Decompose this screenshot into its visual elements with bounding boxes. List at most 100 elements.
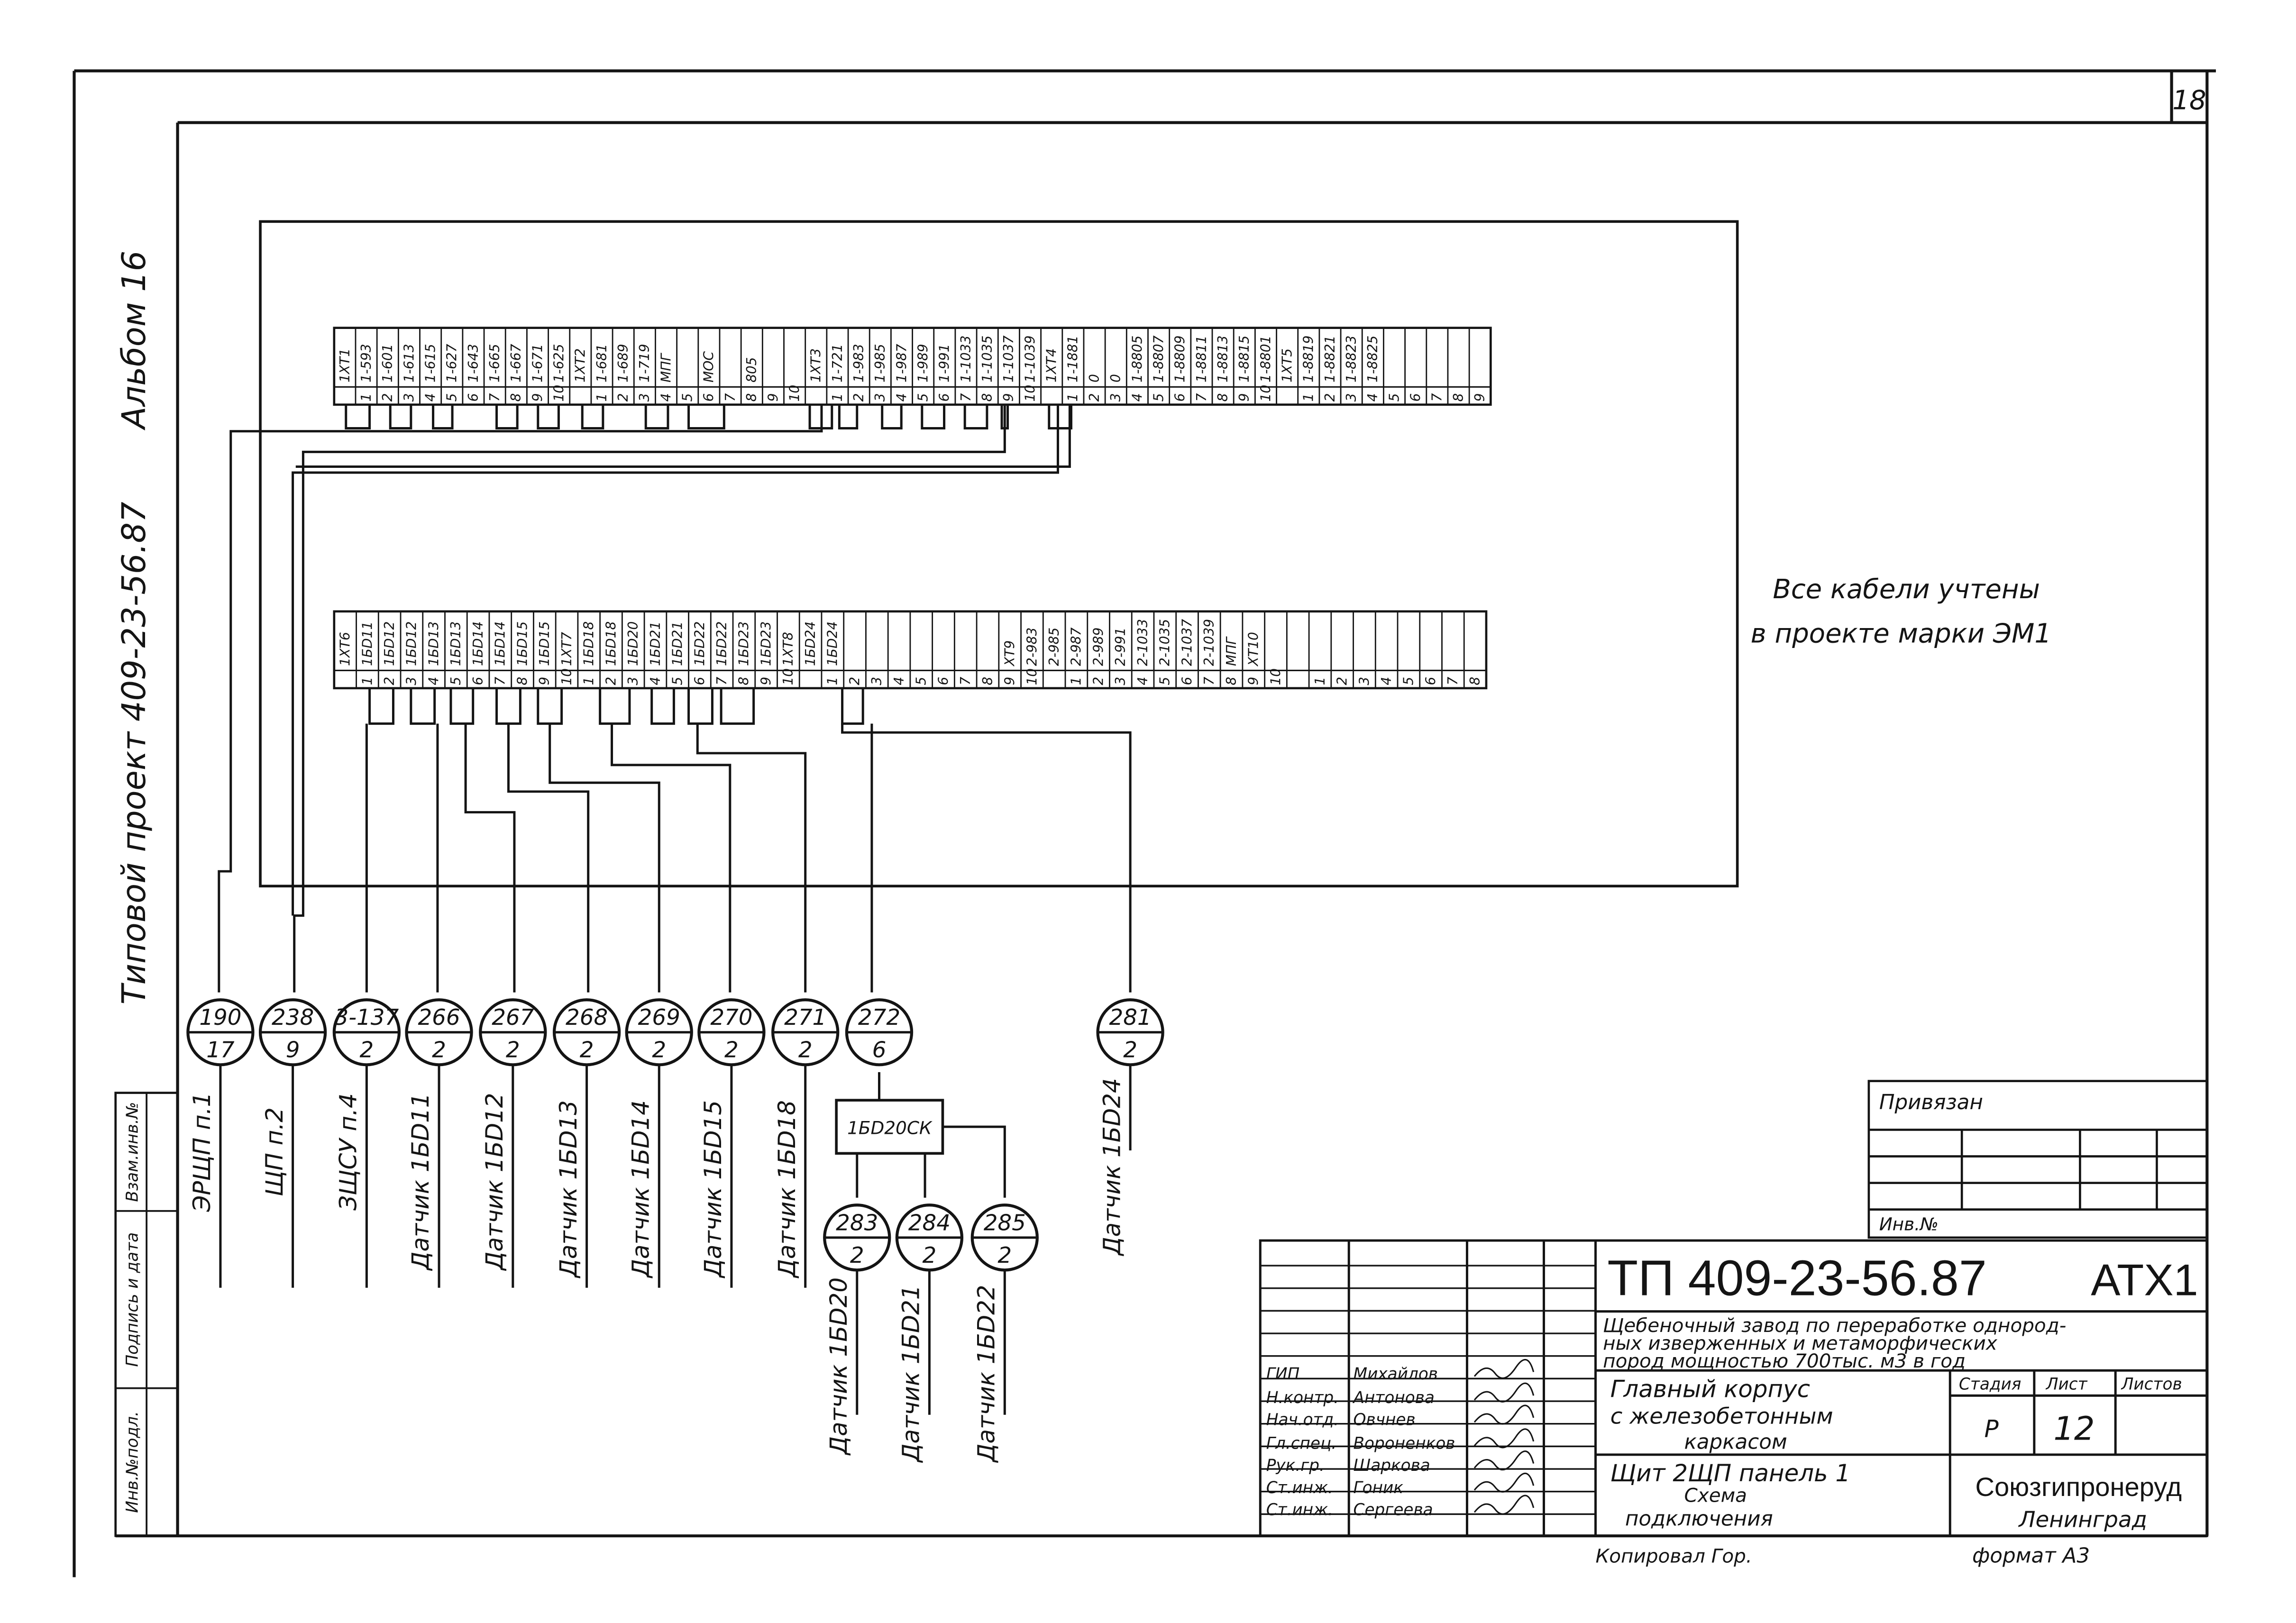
terminal-number: 1: [358, 393, 374, 402]
terminal-label: 1-1881: [1065, 336, 1081, 383]
panel-enclosure: [259, 220, 1739, 888]
terminal-number: 5: [444, 393, 460, 402]
terminal-label: 1-615: [422, 344, 438, 382]
terminal-number: 7: [1194, 393, 1209, 401]
terminal-number: 10: [1024, 668, 1040, 685]
terminal-number: 3: [625, 677, 641, 685]
cable-cores: 2: [997, 1243, 1012, 1268]
terminal-jumper: [449, 688, 475, 725]
terminal-label: 2-989: [1090, 628, 1106, 666]
wire-cable-268: [507, 723, 590, 993]
terminal-label: 1-613: [401, 344, 417, 382]
note-line-1: Все кабели учтены: [1773, 574, 2040, 605]
terminal-number: 6: [466, 393, 481, 402]
admin-inv-label: Инв.№подл.: [123, 1411, 142, 1513]
terminal-number: 4: [1379, 677, 1394, 685]
terminal-jumper: [410, 688, 436, 725]
cable-destination: Датчик 1БD22: [972, 1285, 1000, 1463]
terminal-jumper: [963, 404, 988, 430]
terminal-number: 7: [1201, 677, 1217, 685]
terminal-number: 5: [915, 393, 931, 402]
terminal-number: 9: [765, 393, 781, 402]
title-building-2: с железобетонным: [1610, 1404, 1833, 1429]
terminal-label: 1-8821: [1322, 336, 1338, 383]
terminal-jumper: [921, 404, 946, 430]
terminal-label: 1БD13: [448, 621, 464, 666]
copied-by: Копировал Гор.: [1596, 1544, 1752, 1567]
cable-number: 272: [858, 1005, 900, 1030]
admin-strip: Инв.№подл. Подпись и дата Взам.инв.№: [114, 1092, 179, 1537]
tb-role: Ст.инж.: [1266, 1501, 1333, 1520]
terminal-number: 2: [1322, 393, 1338, 402]
terminal-label: 1БD15: [537, 621, 552, 666]
tb-role: Н.контр.: [1266, 1388, 1339, 1407]
wire-cable-270: [611, 723, 732, 993]
terminal-label: 1-1039: [1022, 336, 1038, 383]
terminal-label: 1БD21: [648, 621, 663, 666]
terminal-number: 9: [537, 677, 552, 685]
terminal-number: 2: [382, 677, 397, 685]
title-desc-2: ных изверженных и метаморфических: [1603, 1332, 1998, 1355]
terminal-label: 1БD18: [603, 621, 619, 666]
terminal-number: 9: [530, 393, 545, 402]
privyazan-inv: Инв.№: [1879, 1213, 1939, 1234]
terminal-label: 1БD18: [581, 621, 597, 666]
terminal-label: 2-1039: [1201, 619, 1217, 666]
terminal-number: 10: [551, 385, 567, 402]
terminal-label: 1ХТ5: [1279, 348, 1295, 383]
terminal-number: 8: [508, 393, 524, 402]
signature-icon: [1473, 1472, 1535, 1493]
terminal-label: 1-8805: [1129, 336, 1145, 383]
org-city: Ленинград: [2018, 1507, 2147, 1532]
cable-destination: Датчик 1БD14: [627, 1100, 654, 1278]
tb-role: Нач.отд.: [1266, 1411, 1339, 1430]
terminal-number: 4: [894, 393, 909, 402]
title-building-1: Главный корпус: [1610, 1375, 1810, 1403]
title-desc-1: Щебеночный завод по переработке однород-: [1603, 1314, 2066, 1337]
terminal-number: 1: [359, 677, 375, 685]
terminal-label: 1БD24: [825, 621, 841, 666]
terminal-number: 1: [581, 677, 597, 685]
terminal-jumper: [432, 404, 454, 430]
terminal-label: 1ХТ4: [1044, 348, 1060, 383]
terminal-jumper: [537, 688, 563, 725]
album-label: Альбом 16: [115, 251, 153, 431]
wire-cable-281: [841, 723, 1132, 993]
cable-destination: Датчик 1БD15: [699, 1100, 727, 1278]
note-line-2: в проекте марки ЭМ1: [1751, 618, 2051, 649]
terminal-number: 8: [980, 677, 996, 685]
title-building-3: каркасом: [1684, 1430, 1787, 1454]
terminal-number: 9: [1236, 393, 1252, 402]
terminal-number: 8: [1451, 393, 1466, 402]
terminal-number: 10: [787, 385, 802, 402]
terminal-label: 1БD23: [736, 621, 752, 666]
terminal-jumper: [687, 688, 713, 725]
terminal-number: 10: [780, 668, 796, 685]
terminal-label: 1БD20: [625, 621, 641, 666]
terminal-label: 1-719: [637, 344, 652, 382]
terminal-number: 1: [1301, 393, 1317, 402]
cable-number: 267: [492, 1005, 534, 1030]
wire-cable-269: [549, 723, 660, 993]
terminal-jumper: [644, 404, 669, 430]
terminal-number: 3: [401, 393, 417, 402]
cable-cores: 17: [206, 1038, 235, 1063]
terminal-label: ХТ10: [1246, 632, 1262, 667]
terminal-label: 1-987: [894, 344, 909, 383]
terminal-number: 6: [692, 677, 707, 685]
tb-name: Овчнев: [1354, 1411, 1416, 1430]
terminal-number: 3: [1356, 677, 1372, 685]
terminal-label: 1-8801: [1258, 336, 1273, 383]
terminal-label: 1БD23: [758, 621, 774, 666]
tb-role: Рук.гр.: [1266, 1456, 1325, 1475]
terminal-jumper: [1048, 404, 1072, 430]
terminal-number: 8: [514, 677, 530, 685]
terminal-label: МПГ: [658, 353, 674, 383]
